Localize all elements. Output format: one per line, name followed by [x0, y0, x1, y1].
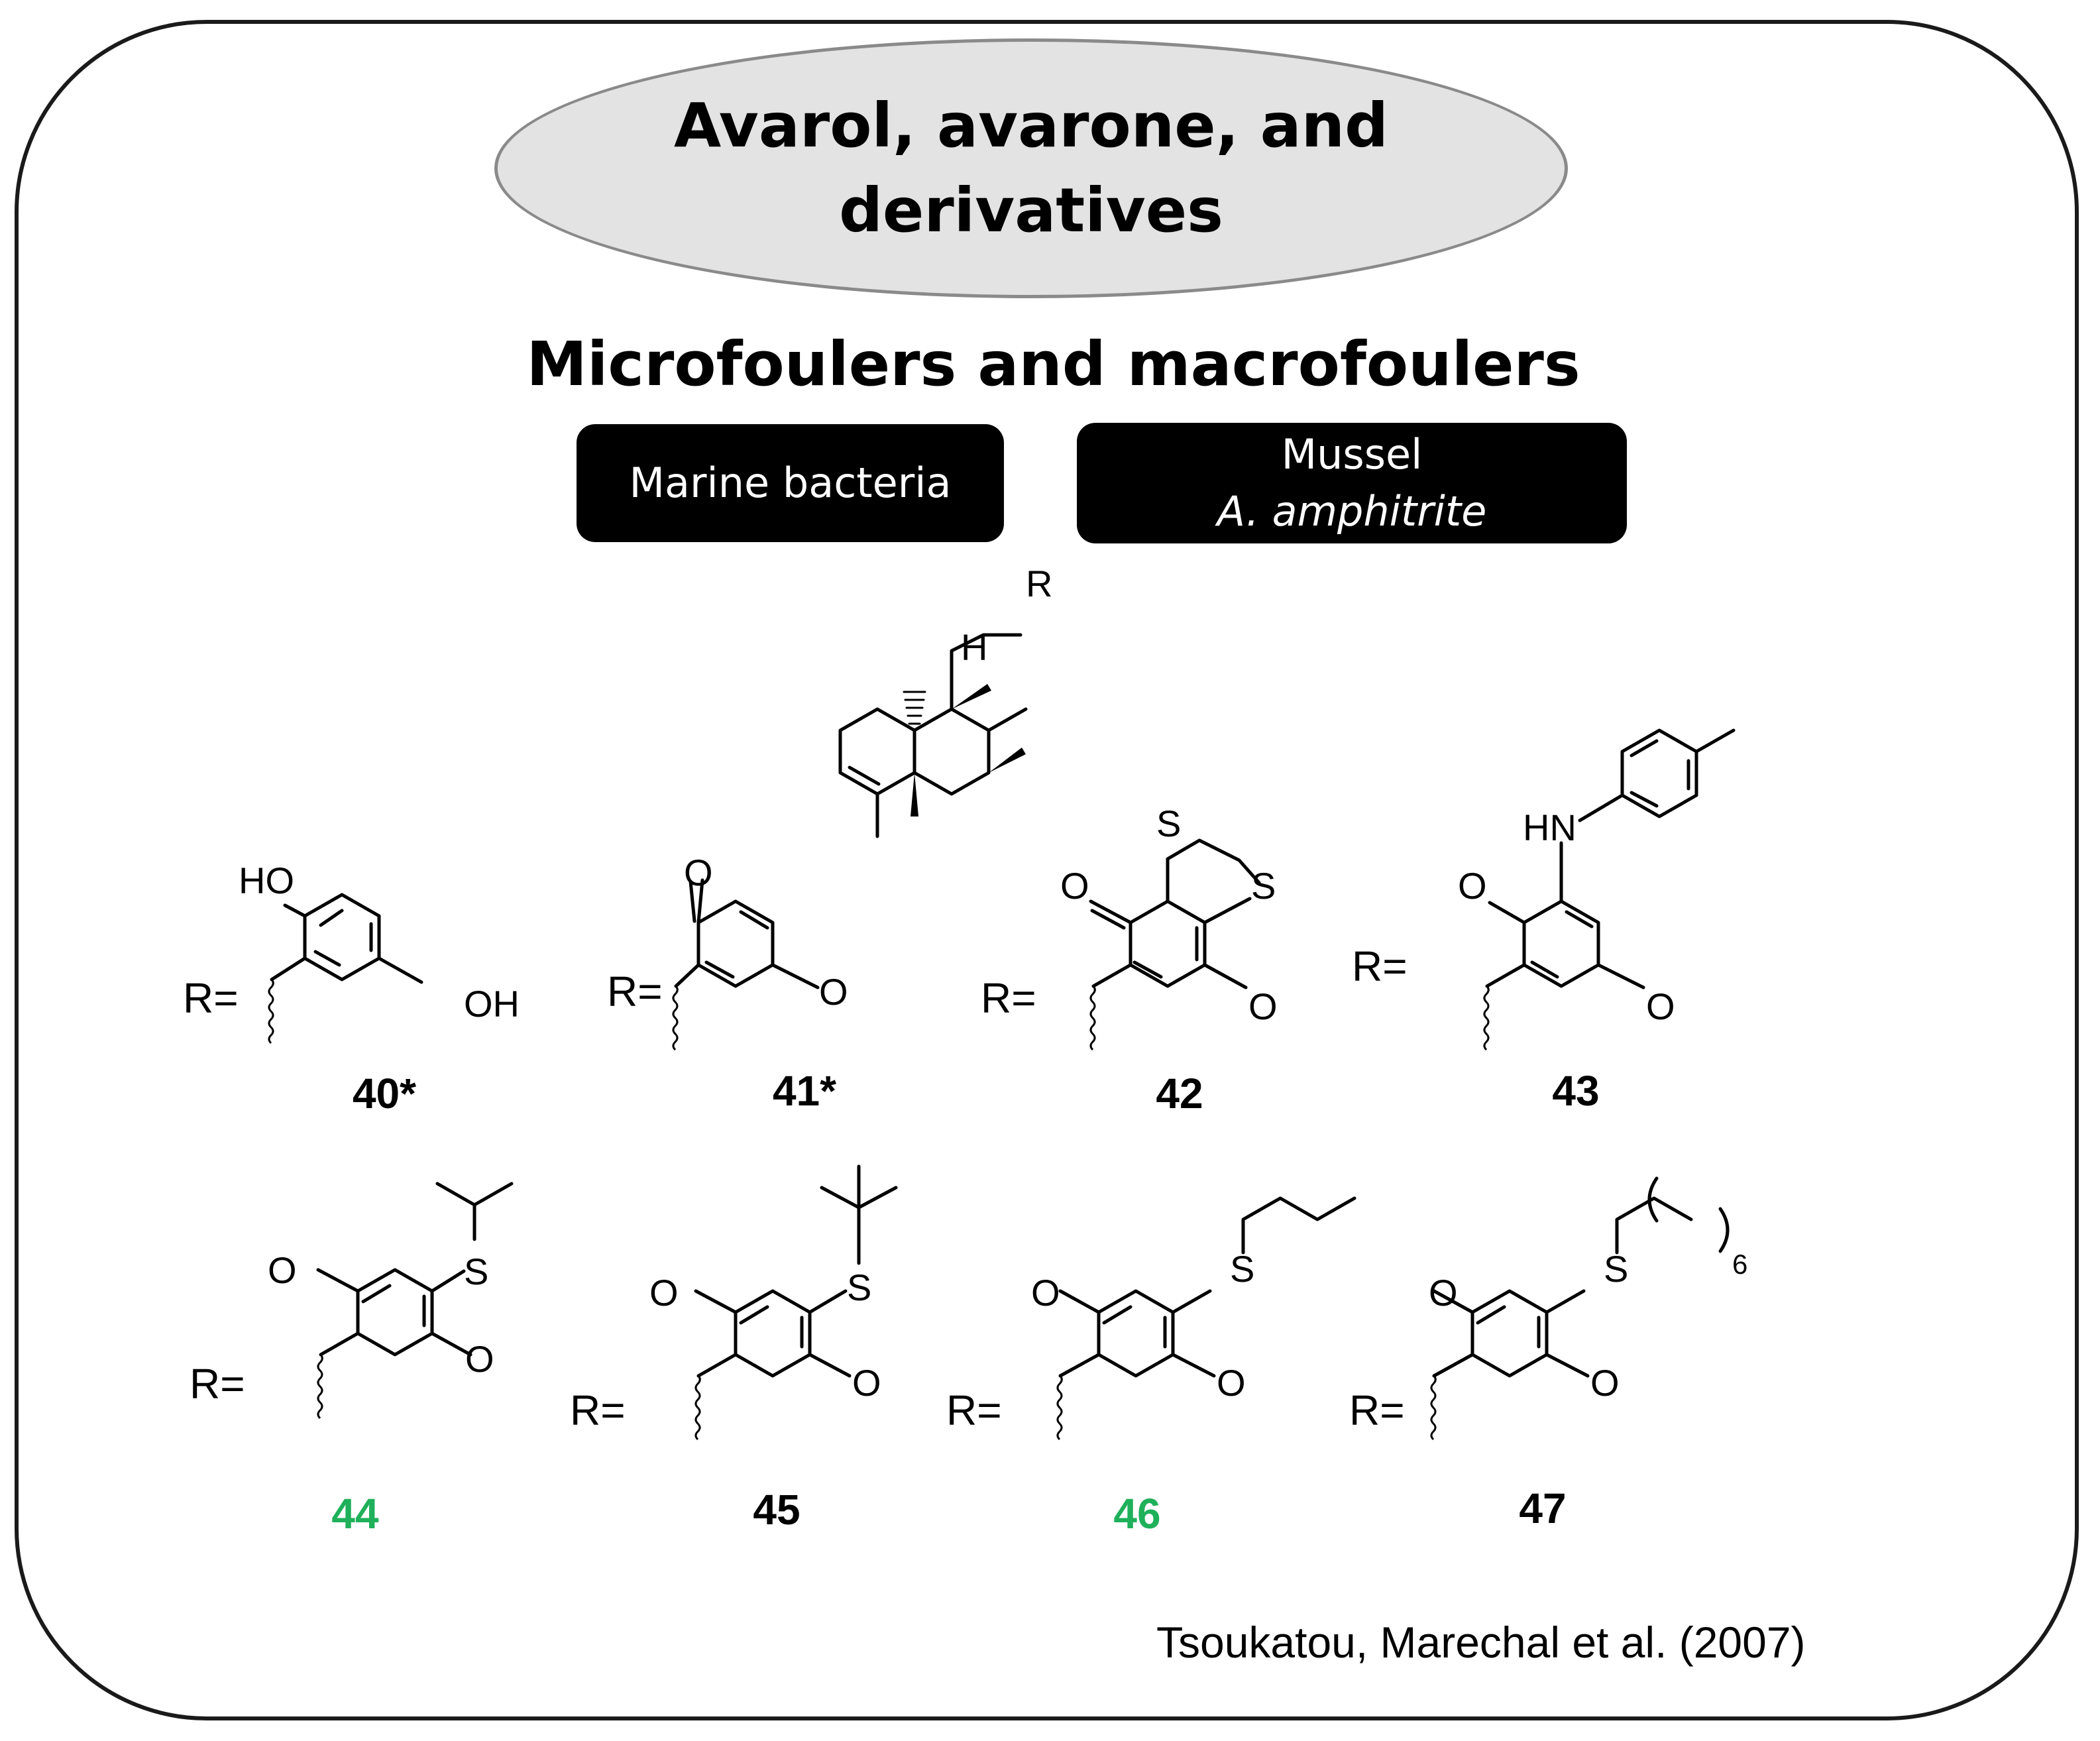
target-mussel-label: Mussel: [1281, 430, 1423, 478]
oxygen-41b: O: [819, 971, 848, 1013]
target-species-label: A. amphitrite: [1217, 487, 1487, 535]
structure-42: [1089, 838, 1261, 989]
citation: Tsoukatou, Marechal et al. (2007): [1156, 1618, 1806, 1667]
scaffold-r-label: R: [1026, 563, 1052, 604]
sulfur-47: S: [1604, 1248, 1628, 1290]
r-equals-40: R=: [183, 974, 239, 1022]
oxygen-47a: O: [1429, 1272, 1458, 1314]
r-equals-44: R=: [190, 1360, 245, 1408]
title-line-1: Avarol, avarone, and: [673, 90, 1389, 161]
attachment-47: [1430, 1375, 1437, 1441]
oxygen-45a: O: [649, 1272, 679, 1314]
label-hn: HN: [1523, 807, 1576, 848]
r-equals-43: R=: [1352, 942, 1408, 990]
title-ellipse: Avarol, avarone, and derivatives: [494, 38, 1568, 298]
compound-label-40: 40*: [353, 1070, 416, 1117]
structure-40: [270, 893, 423, 984]
scaffold-h-label: H: [961, 626, 987, 668]
avarol-scaffold: [838, 633, 1028, 838]
oxygen-41a: O: [684, 852, 713, 893]
oxygen-42b: O: [1248, 985, 1278, 1027]
attachment-42: [1089, 985, 1096, 1051]
subtitle: Microfoulers and macrofoulers: [526, 329, 1580, 400]
attachment-44: [317, 1353, 323, 1420]
oxygen-43a: O: [1458, 865, 1487, 907]
attachment-41: [672, 985, 679, 1051]
attachment-40: [268, 978, 274, 1044]
compound-label-46: 46: [1113, 1490, 1160, 1538]
r-equals-41: R=: [607, 968, 663, 1015]
rounded-frame: [15, 20, 2079, 1720]
compound-label-44: 44: [331, 1490, 379, 1538]
sulfur-42b: S: [1251, 865, 1276, 907]
target-bacteria-badge: Marine bacteria: [577, 424, 1004, 542]
r-equals-47: R=: [1349, 1386, 1405, 1434]
oxygen-44a: O: [268, 1249, 297, 1291]
oxygen-42a: O: [1060, 865, 1089, 907]
attachment-43: [1483, 985, 1490, 1051]
r-equals-46: R=: [946, 1386, 1002, 1434]
target-bacteria-label: Marine bacteria: [629, 459, 952, 507]
sulfur-46: S: [1230, 1248, 1254, 1290]
r-equals-42: R=: [981, 974, 1036, 1022]
attachment-46: [1056, 1375, 1063, 1441]
label-oh: OH: [464, 983, 520, 1025]
attachment-45: [694, 1375, 701, 1441]
structure-44: [316, 1182, 514, 1357]
sulfur-42a: S: [1156, 803, 1181, 844]
sulfur-45: S: [847, 1266, 871, 1308]
oxygen-43b: O: [1646, 985, 1675, 1027]
oxygen-44b: O: [465, 1338, 494, 1380]
oxygen-45b: O: [852, 1362, 881, 1404]
label-ho: HO: [239, 860, 294, 901]
structure-47: [1432, 1176, 1730, 1378]
compound-label-45: 45: [753, 1486, 800, 1534]
oxygen-46b: O: [1217, 1362, 1246, 1404]
compound-label-47: 47: [1519, 1485, 1566, 1532]
structure-43: [1485, 728, 1736, 989]
compound-label-43: 43: [1552, 1067, 1599, 1115]
r-equals-45: R=: [570, 1386, 626, 1434]
compound-label-41: 41*: [773, 1067, 836, 1115]
oxygen-46a: O: [1031, 1272, 1060, 1314]
structure-41: [674, 878, 820, 989]
oxygen-47b: O: [1590, 1362, 1620, 1404]
target-mussel-badge: Mussel A. amphitrite: [1077, 423, 1627, 543]
subscript-6: 6: [1732, 1249, 1747, 1280]
structure-46: [1058, 1196, 1356, 1378]
structure-45: [694, 1164, 898, 1378]
compound-label-42: 42: [1156, 1070, 1203, 1117]
sulfur-44: S: [464, 1251, 488, 1292]
title-line-2: derivatives: [839, 175, 1223, 246]
